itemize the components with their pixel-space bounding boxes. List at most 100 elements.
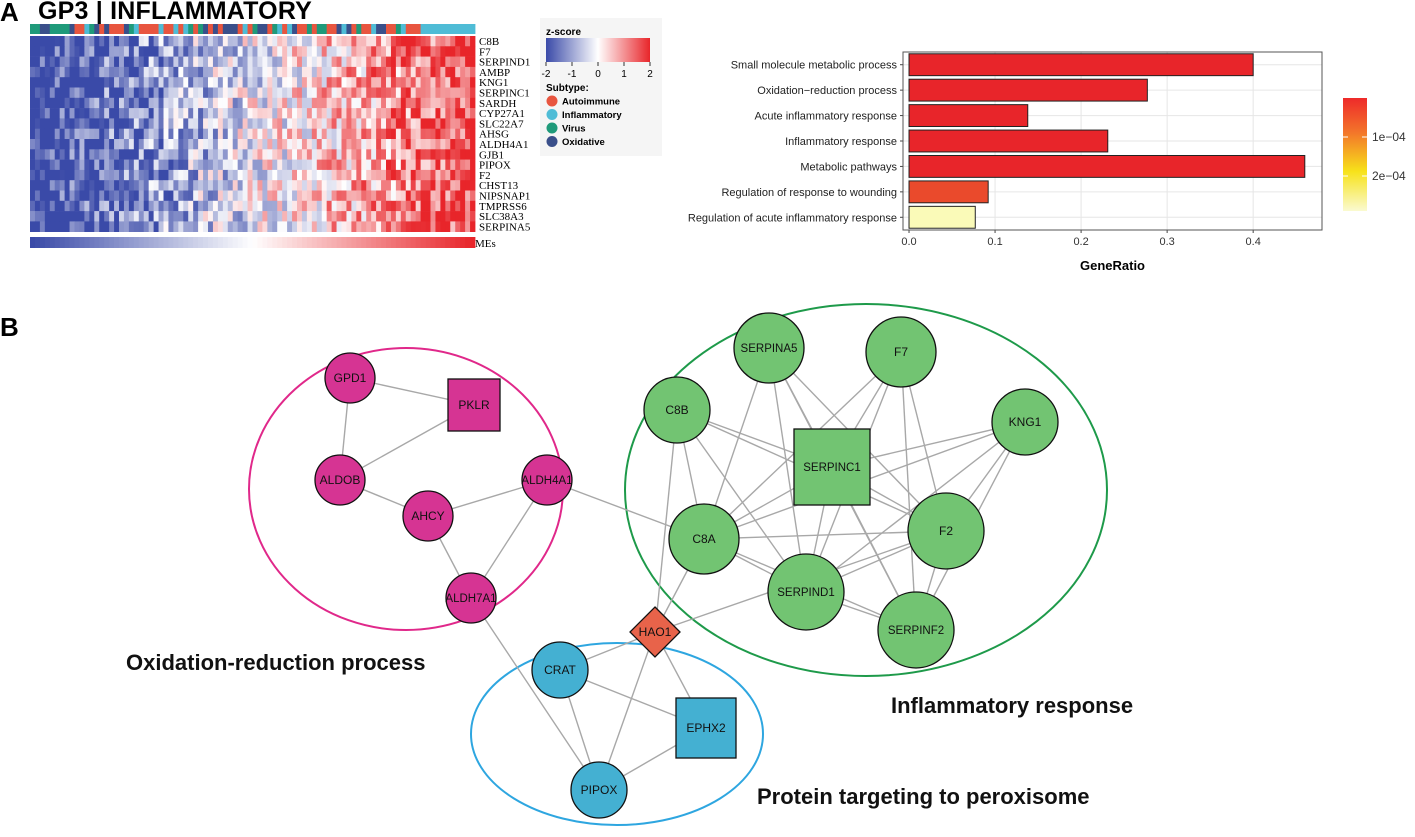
node-shape xyxy=(668,503,740,575)
subtype-cell xyxy=(321,24,328,34)
heatmap-cell xyxy=(128,221,135,232)
heatmap-cell xyxy=(247,66,253,78)
heatmap-cell xyxy=(386,36,392,47)
mes-cell xyxy=(316,237,323,248)
heatmap-cell xyxy=(84,46,90,57)
heatmap-cell xyxy=(119,46,125,57)
mes-cell xyxy=(247,237,253,248)
heatmap-cell xyxy=(222,190,229,202)
heatmap-cell xyxy=(188,77,194,88)
heatmap-cell xyxy=(158,108,164,119)
heatmap-cell xyxy=(44,139,51,150)
heatmap-cell xyxy=(222,159,229,171)
heatmap-cell xyxy=(148,149,155,160)
heatmap-cell xyxy=(405,190,412,202)
heatmap-cell xyxy=(311,77,318,88)
heatmap-cell xyxy=(282,97,288,109)
subtype-cell xyxy=(54,24,61,34)
heatmap-cell xyxy=(198,221,204,232)
heatmap-cell xyxy=(227,77,234,88)
heatmap-cell xyxy=(420,46,426,57)
heatmap-cell xyxy=(282,108,288,119)
heatmap-cell xyxy=(79,36,85,47)
heatmap-cell xyxy=(331,56,337,68)
heatmap-cell xyxy=(465,128,471,140)
heatmap-cell xyxy=(193,159,199,171)
heatmap-cell xyxy=(94,149,100,160)
heatmap-cell xyxy=(306,128,313,140)
heatmap-cell xyxy=(435,180,441,191)
heatmap-cell xyxy=(173,149,179,160)
heatmap-cell xyxy=(39,139,46,150)
heatmap-cell xyxy=(173,128,179,140)
heatmap-cell xyxy=(247,169,253,181)
heatmap-cell xyxy=(64,46,70,57)
heatmap-cell xyxy=(59,221,66,232)
heatmap-cell xyxy=(470,221,476,232)
heatmap-cell xyxy=(450,56,456,68)
heatmap-cell xyxy=(84,180,90,191)
heatmap-cell xyxy=(390,36,397,47)
heatmap-cell xyxy=(44,159,51,171)
mes-cell xyxy=(390,237,397,248)
heatmap-cell xyxy=(237,149,244,160)
heatmap-cell xyxy=(84,128,90,140)
heatmap-cell xyxy=(133,77,140,88)
heatmap-cell xyxy=(316,118,323,129)
heatmap-cell xyxy=(237,139,244,150)
mes-cell xyxy=(104,237,110,248)
node-label: ALDOB xyxy=(320,473,361,487)
heatmap-cell xyxy=(376,190,382,202)
subtype-cell xyxy=(440,24,446,34)
heatmap-cell xyxy=(178,108,184,119)
heatmap-cell xyxy=(133,159,140,171)
heatmap-cell xyxy=(158,139,164,150)
heatmap-cell xyxy=(252,108,258,119)
heatmap-cell xyxy=(425,169,431,181)
heatmap-cell xyxy=(420,66,426,78)
subtype-cell xyxy=(395,24,402,34)
heatmap-cell xyxy=(74,46,80,57)
heatmap-cell xyxy=(153,46,159,57)
heatmap-cell xyxy=(54,46,61,57)
heatmap-cell xyxy=(282,56,288,68)
heatmap-cell xyxy=(49,159,56,171)
subtype-cell xyxy=(94,24,100,34)
heatmap-cell xyxy=(346,56,352,68)
heatmap-cell xyxy=(277,190,283,202)
heatmap-cell xyxy=(430,118,436,129)
heatmap-cell xyxy=(227,169,234,181)
heatmap-cell xyxy=(405,159,412,171)
heatmap-cell xyxy=(198,139,204,150)
heatmap-cell xyxy=(257,149,263,160)
heatmap-cell xyxy=(237,200,244,212)
heatmap-cell xyxy=(153,97,159,109)
heatmap-cell xyxy=(99,36,105,47)
heatmap-cell xyxy=(395,66,402,78)
heatmap-cell xyxy=(104,190,110,202)
heatmap-cell xyxy=(470,87,476,99)
heatmap-cell xyxy=(163,108,169,119)
heatmap-cell xyxy=(386,139,392,150)
heatmap-cell xyxy=(257,66,263,78)
subtype-cell xyxy=(178,24,184,34)
heatmap-cell xyxy=(287,200,293,212)
heatmap-cell xyxy=(366,87,372,99)
heatmap-cell xyxy=(153,221,159,232)
heatmap-cell xyxy=(193,87,199,99)
heatmap-cell xyxy=(366,77,372,88)
heatmap-cell xyxy=(59,66,66,78)
heatmap-cell xyxy=(287,66,293,78)
heatmap-cell xyxy=(415,190,422,202)
node-shape xyxy=(793,428,871,506)
heatmap-cell xyxy=(133,149,140,160)
heatmap-cell xyxy=(119,66,125,78)
heatmap-cell xyxy=(193,221,199,232)
heatmap-cell xyxy=(84,66,90,78)
heatmap-cell xyxy=(440,200,446,212)
heatmap-cell xyxy=(34,211,41,222)
heatmap-cell xyxy=(282,180,288,191)
heatmap-cell xyxy=(109,118,115,129)
subtype-cell xyxy=(292,24,298,34)
heatmap-cell xyxy=(351,87,357,99)
